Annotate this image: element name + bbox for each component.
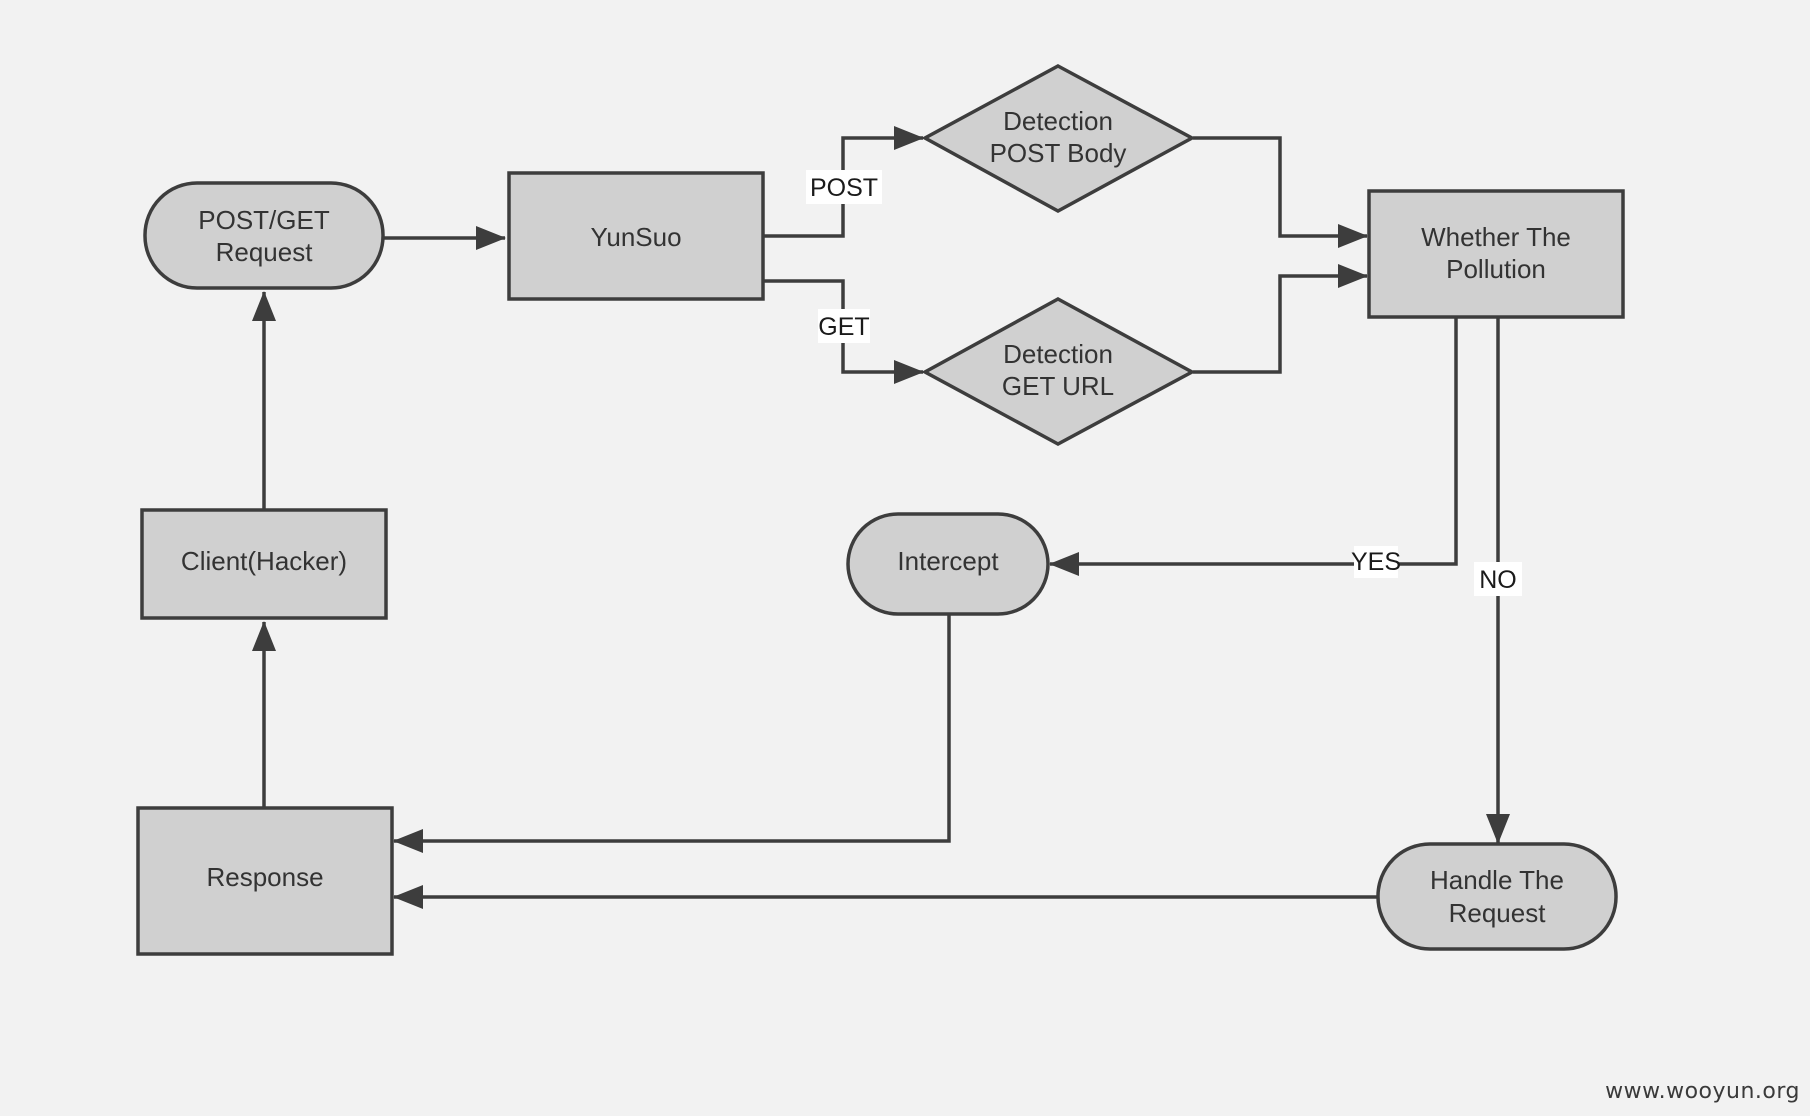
svg-text:POST/GET: POST/GET xyxy=(198,205,330,235)
watermark-text: www.wooyun.org xyxy=(1605,1079,1800,1104)
node-whether-the-pollution: Whether The Pollution xyxy=(1367,189,1625,319)
edge-label-post: POST xyxy=(806,170,882,204)
edge-pollution-to-intercept-yes xyxy=(1049,318,1458,576)
svg-text:Client(Hacker): Client(Hacker) xyxy=(181,546,347,576)
svg-text:NO: NO xyxy=(1479,566,1517,594)
svg-text:YunSuo: YunSuo xyxy=(590,222,681,252)
svg-text:GET URL: GET URL xyxy=(1002,371,1114,401)
node-client-hacker: Client(Hacker) xyxy=(140,508,388,620)
edge-detect-post-to-pollution xyxy=(1193,136,1368,248)
edge-label-yes: YES xyxy=(1351,546,1401,578)
svg-text:Whether The: Whether The xyxy=(1421,222,1571,252)
svg-text:Handle The: Handle The xyxy=(1430,865,1564,895)
svg-text:YES: YES xyxy=(1351,548,1401,576)
edge-label-no: NO xyxy=(1474,562,1522,596)
svg-text:Response: Response xyxy=(206,862,323,892)
edge-label-get: GET xyxy=(818,309,870,343)
svg-text:Request: Request xyxy=(216,237,314,267)
svg-text:Detection: Detection xyxy=(1003,106,1113,136)
edge-detect-get-to-pollution xyxy=(1193,264,1368,374)
node-post-get-request: POST/GET Request xyxy=(143,181,385,290)
node-intercept: Intercept xyxy=(846,512,1050,616)
svg-text:Pollution: Pollution xyxy=(1446,254,1546,284)
svg-text:GET: GET xyxy=(818,313,869,341)
node-yunsuo: YunSuo xyxy=(507,171,765,301)
svg-text:POST: POST xyxy=(810,174,878,202)
node-detection-get-url: Detection GET URL xyxy=(921,297,1196,446)
svg-text:Detection: Detection xyxy=(1003,339,1113,369)
svg-text:Request: Request xyxy=(1449,898,1547,928)
svg-text:Intercept: Intercept xyxy=(897,546,999,576)
node-detection-post-body: Detection POST Body xyxy=(921,64,1196,213)
edge-intercept-to-response xyxy=(393,614,951,853)
node-handle-the-request: Handle The Request xyxy=(1376,842,1618,951)
svg-text:POST Body: POST Body xyxy=(990,138,1127,168)
node-response: Response xyxy=(136,806,394,956)
